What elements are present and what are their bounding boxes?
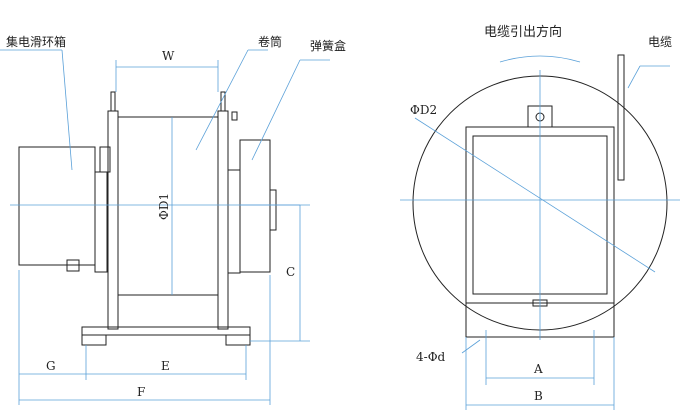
dim-holes: 4-Φd (416, 350, 446, 364)
dim-c: C (286, 265, 295, 279)
dim-a: A (533, 362, 543, 376)
base-frame (81, 326, 251, 336)
collector-ring-box (18, 146, 96, 266)
spring-box (239, 139, 271, 273)
dim-e: E (161, 359, 170, 373)
cable-label: 电缆 (648, 35, 672, 49)
left-flange (107, 110, 119, 330)
dim-w: W (162, 49, 175, 63)
cable-exit-direction-label: 电缆引出方向 (484, 24, 562, 40)
drum-label: 卷筒 (258, 34, 282, 49)
side-dimensions (0, 49, 330, 405)
cable (617, 54, 625, 181)
side-view (18, 91, 277, 346)
small-knob (66, 259, 80, 272)
exit-arrow (499, 55, 581, 63)
dim-d2: ΦD2 (410, 103, 437, 117)
spring-box-label: 弹簧盒 (310, 38, 346, 53)
dim-f: F (137, 385, 145, 399)
collector-ring-box-label: 集电滑环箱 (6, 34, 66, 49)
dim-b: B (534, 389, 543, 403)
right-flange (217, 110, 229, 330)
front-dimensions (400, 55, 680, 410)
dim-g: G (46, 359, 56, 373)
dim-d1: ΦD1 (157, 193, 171, 220)
